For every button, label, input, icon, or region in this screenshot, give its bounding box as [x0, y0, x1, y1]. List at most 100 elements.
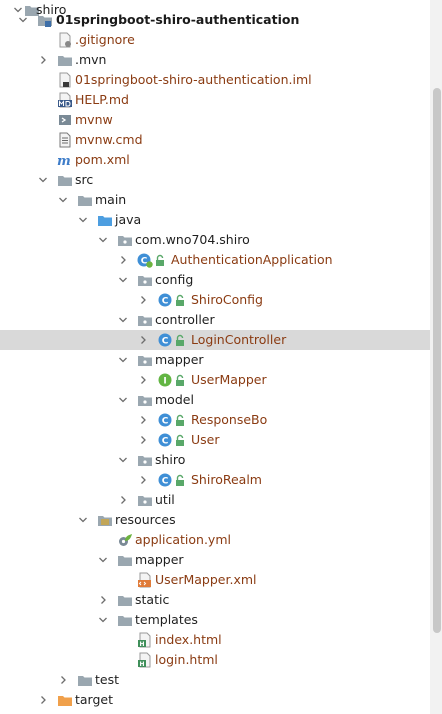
tree-row-label: static: [135, 592, 170, 607]
tree-row-label: templates: [135, 612, 198, 627]
chevron-right-icon[interactable]: [137, 474, 149, 486]
tree-row-authentication-application[interactable]: C AuthenticationApplication: [0, 250, 430, 270]
folder-icon: [77, 672, 93, 688]
tree-row-mvnw-cmd[interactable]: mvnw.cmd: [0, 130, 430, 150]
lock-icon: [173, 292, 189, 308]
chevron-down-icon[interactable]: [117, 354, 129, 366]
folder-icon: [24, 2, 40, 18]
tree-row-shiro-realm[interactable]: C ShiroRealm: [0, 470, 430, 490]
text-file-icon: [57, 132, 73, 148]
class-icon: C: [157, 472, 173, 488]
chevron-down-icon[interactable]: [117, 394, 129, 406]
tree-row-shiro[interactable]: shiro: [0, 0, 430, 20]
chevron-down-icon[interactable]: [117, 274, 129, 286]
tree-row-label: util: [155, 492, 175, 507]
chevron-right-icon[interactable]: [137, 334, 149, 346]
spring-class-icon: C: [137, 252, 153, 268]
lock-icon: [153, 252, 169, 268]
chevron-down-icon[interactable]: [12, 4, 24, 16]
tree-row-label: UserMapper: [191, 372, 267, 387]
tree-row-mvnw[interactable]: mvnw: [0, 110, 430, 130]
tree-row-target[interactable]: target: [0, 690, 430, 710]
tree-row-gitignore[interactable]: .gitignore: [0, 30, 430, 50]
tree-row-package-model[interactable]: model: [0, 390, 430, 410]
tree-row-application-yml[interactable]: application.yml: [0, 530, 430, 550]
chevron-down-icon[interactable]: [97, 554, 109, 566]
tree-row-resources-mapper[interactable]: mapper: [0, 550, 430, 570]
tree-row-iml[interactable]: 01springboot-shiro-authentication.iml: [0, 70, 430, 90]
package-icon: [137, 352, 153, 368]
package-icon: [137, 272, 153, 288]
tree-row-templates[interactable]: templates: [0, 610, 430, 630]
tree-row-package-controller[interactable]: controller: [0, 310, 430, 330]
tree-row-label: java: [115, 212, 142, 227]
tree-row-login-html[interactable]: H login.html: [0, 650, 430, 670]
tree-row-label: model: [155, 392, 194, 407]
tree-row-label: 01springboot-shiro-authentication: [56, 12, 300, 27]
tree-row-resources[interactable]: resources: [0, 510, 430, 530]
tree-row-user[interactable]: C User: [0, 430, 430, 450]
svg-text:C: C: [162, 297, 169, 307]
tree-row-package-mapper[interactable]: mapper: [0, 350, 430, 370]
lock-icon: [173, 332, 189, 348]
tree-row-label: src: [75, 172, 94, 187]
tree-row-label: config: [155, 272, 194, 287]
chevron-right-icon[interactable]: [57, 674, 69, 686]
tree-row-module[interactable]: 01springboot-shiro-authentication: [0, 10, 430, 30]
chevron-right-icon[interactable]: [137, 434, 149, 446]
vertical-scrollbar[interactable]: [430, 0, 442, 714]
chevron-down-icon[interactable]: [77, 514, 89, 526]
resources-folder-icon: [97, 512, 113, 528]
tree-row-response-bo[interactable]: C ResponseBo: [0, 410, 430, 430]
tree-row-help-md[interactable]: HELP.md: [0, 90, 430, 110]
chevron-right-icon[interactable]: [137, 414, 149, 426]
tree-row-package-config[interactable]: config: [0, 270, 430, 290]
chevron-right-icon[interactable]: [97, 594, 109, 606]
chevron-right-icon[interactable]: [37, 694, 49, 706]
svg-text:I: I: [163, 377, 166, 387]
markdown-file-icon: [57, 92, 73, 108]
chevron-down-icon[interactable]: [77, 214, 89, 226]
tree-row-label: mapper: [155, 352, 204, 367]
tree-row-shiro-config[interactable]: C ShiroConfig: [0, 290, 430, 310]
tree-row-user-mapper-xml[interactable]: UserMapper.xml: [0, 570, 430, 590]
tree-row-main[interactable]: main: [0, 190, 430, 210]
chevron-right-icon[interactable]: [117, 494, 129, 506]
chevron-down-icon[interactable]: [117, 314, 129, 326]
project-tree[interactable]: shiro 01springboot-shiro-authentication …: [0, 0, 430, 714]
tree-row-mvn[interactable]: .mvn: [0, 50, 430, 70]
chevron-down-icon[interactable]: [17, 14, 29, 26]
tree-row-java[interactable]: java: [0, 210, 430, 230]
chevron-down-icon[interactable]: [37, 174, 49, 186]
scrollbar-thumb[interactable]: [433, 88, 441, 633]
chevron-down-icon[interactable]: [57, 194, 69, 206]
tree-row-package-util[interactable]: util: [0, 490, 430, 510]
tree-row-static[interactable]: static: [0, 590, 430, 610]
svg-text:H: H: [139, 641, 144, 648]
chevron-down-icon[interactable]: [117, 454, 129, 466]
excluded-folder-icon: [57, 692, 73, 708]
package-icon: [137, 492, 153, 508]
tree-row-package-root[interactable]: com.wno704.shiro: [0, 230, 430, 250]
tree-row-src[interactable]: src: [0, 170, 430, 190]
chevron-right-icon[interactable]: [137, 374, 149, 386]
tree-row-label: mapper: [135, 552, 184, 567]
tree-row-login-controller[interactable]: C LoginController: [0, 330, 430, 350]
chevron-right-icon[interactable]: [137, 294, 149, 306]
tree-row-index-html[interactable]: H index.html: [0, 630, 430, 650]
tree-row-label: test: [95, 672, 120, 687]
tree-row-package-shiro[interactable]: shiro: [0, 450, 430, 470]
chevron-down-icon[interactable]: [97, 234, 109, 246]
tree-row-label: AuthenticationApplication: [171, 252, 333, 267]
svg-text:H: H: [139, 661, 144, 668]
folder-icon: [57, 52, 73, 68]
yaml-config-icon: [117, 532, 133, 548]
chevron-right-icon[interactable]: [37, 54, 49, 66]
chevron-right-icon[interactable]: [117, 254, 129, 266]
lock-icon: [173, 432, 189, 448]
folder-icon: [57, 172, 73, 188]
tree-row-test[interactable]: test: [0, 670, 430, 690]
tree-row-user-mapper[interactable]: I UserMapper: [0, 370, 430, 390]
chevron-down-icon[interactable]: [97, 614, 109, 626]
tree-row-pom-xml[interactable]: m pom.xml: [0, 150, 430, 170]
